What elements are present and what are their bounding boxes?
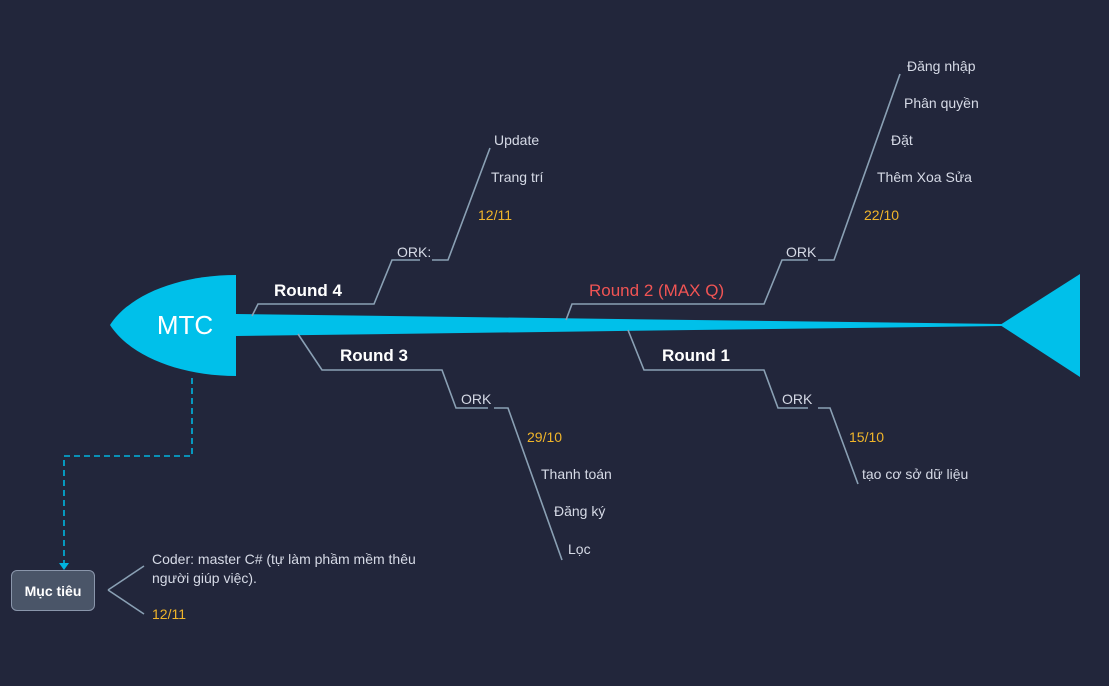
round1-bone [627, 329, 808, 409]
round2-label[interactable]: Round 2 (MAX Q) [589, 281, 725, 300]
fish-head [110, 275, 236, 376]
goal-connector-top [107, 565, 145, 591]
goal-node[interactable]: Mục tiêu [11, 570, 95, 611]
round2-bone [565, 259, 808, 321]
round3-date[interactable]: 29/10 [527, 429, 563, 445]
goal-connector-bottom [107, 589, 145, 615]
fish-tail [1000, 274, 1080, 377]
round3-item[interactable]: Lọc [568, 541, 591, 557]
round1-ork[interactable]: ORK [782, 391, 813, 407]
round4-ork[interactable]: ORK: [397, 244, 432, 260]
round3-bone [297, 333, 488, 409]
round2-ork[interactable]: ORK [786, 244, 817, 260]
fish-spine [236, 314, 1002, 336]
round1-sub-bone [818, 407, 859, 485]
goal-label: Mục tiêu [24, 582, 82, 599]
round4-date[interactable]: 12/11 [478, 207, 512, 223]
round3-ork[interactable]: ORK [461, 391, 492, 407]
round2-item[interactable]: Đăng nhập [907, 58, 976, 74]
round1-label[interactable]: Round 1 [662, 346, 730, 365]
round4-item[interactable]: Trang trí [491, 169, 544, 185]
round3-item[interactable]: Đăng ký [554, 503, 606, 519]
goal-description[interactable]: Coder: master C# (tự làm phầm mềm thêu n… [152, 551, 416, 586]
round2-date[interactable]: 22/10 [864, 207, 900, 223]
goal-date[interactable]: 12/11 [152, 606, 186, 622]
round3-label[interactable]: Round 3 [340, 346, 408, 365]
round2-item[interactable]: Thêm Xoa Sửa [877, 169, 972, 185]
round2-sub-bone [818, 73, 901, 261]
round3-sub-bone [494, 407, 563, 561]
goal-dashed-link [63, 378, 193, 564]
round1-item[interactable]: tạo cơ sở dữ liệu [862, 466, 969, 482]
round4-label[interactable]: Round 4 [274, 281, 342, 300]
round4-bone [251, 259, 420, 317]
round1-date[interactable]: 15/10 [849, 429, 885, 445]
round2-item[interactable]: Đặt [891, 132, 913, 148]
head-label[interactable]: MTC [156, 310, 214, 340]
round3-item[interactable]: Thanh toán [541, 466, 612, 482]
round4-sub-bone [432, 147, 491, 261]
round2-item[interactable]: Phân quyền [904, 95, 979, 111]
round4-item[interactable]: Update [494, 132, 540, 148]
goal-arrowhead [59, 563, 69, 570]
